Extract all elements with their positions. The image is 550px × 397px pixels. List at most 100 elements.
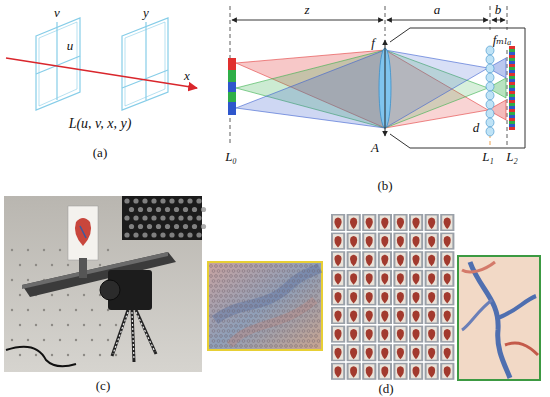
view-heart [366, 236, 373, 248]
view-heart [412, 329, 419, 341]
raw-dot [124, 215, 129, 220]
zoom-dot [267, 320, 270, 323]
raw-dot [196, 198, 201, 203]
view-heart [412, 255, 419, 267]
zoom-dot [217, 320, 220, 323]
view-bg [331, 344, 345, 361]
zoom-dot [315, 265, 318, 268]
subaperture-view [362, 233, 376, 250]
view-heart [397, 218, 404, 230]
zoom-dot [222, 280, 225, 283]
zoom-dot [245, 345, 248, 348]
view-card [364, 253, 374, 267]
view-bg [425, 251, 439, 268]
zoom-dot [235, 325, 238, 328]
raw-dot [169, 198, 174, 203]
zoom-dot [265, 285, 268, 288]
zoom-dot [305, 345, 308, 348]
zoom-dot [302, 270, 305, 273]
zoom-dot [212, 290, 215, 293]
subaperture-view [331, 363, 345, 380]
zoom-dot [317, 300, 320, 303]
view-card [427, 290, 437, 304]
zoom-dot [255, 315, 258, 318]
table-hole [19, 324, 21, 326]
table-hole [51, 264, 53, 266]
zoom-dot [242, 280, 245, 283]
zoom-dot [235, 285, 238, 288]
zoom-dot [315, 315, 318, 318]
sensor-pixel [509, 70, 515, 73]
zoom-dot [252, 340, 255, 343]
zoom-dot [222, 300, 225, 303]
zoom-dot [237, 340, 240, 343]
raw-dot [151, 215, 156, 220]
subaperture-view [409, 214, 423, 231]
zoom-dot [240, 335, 243, 338]
zoom-dot [300, 335, 303, 338]
view-heart [334, 255, 341, 267]
sensor-pixel [509, 91, 515, 94]
zoom-dot [272, 300, 275, 303]
figure-label: d [473, 121, 480, 135]
microlens [486, 64, 494, 73]
object-strip [228, 58, 236, 115]
table-hole [27, 279, 29, 281]
zoom-dot [252, 270, 255, 273]
zoom-dot [247, 340, 250, 343]
zoom-dot [305, 285, 308, 288]
microlens [486, 73, 494, 82]
zoom-dot [285, 265, 288, 268]
zoom-dot [247, 280, 250, 283]
zoom-dot [275, 275, 278, 278]
view-card [333, 309, 343, 323]
dimension-lines [232, 20, 505, 21]
zoom-dot [260, 275, 263, 278]
zoom-dot [317, 330, 320, 333]
view-bg [425, 326, 439, 343]
sensor-pixel [509, 88, 515, 91]
zoom-dot [317, 320, 320, 323]
zoom-dot [300, 315, 303, 318]
zoom-dot [317, 290, 320, 293]
zoom-dot [312, 280, 315, 283]
figure-label: L₂ [506, 150, 518, 164]
raw-dot [183, 224, 188, 229]
raw-dot [129, 224, 134, 229]
zoom-dot [235, 305, 238, 308]
view-heart [412, 273, 419, 285]
zoom-dot [310, 295, 313, 298]
zoom-dot [272, 340, 275, 343]
zoom-dot [255, 265, 258, 268]
zoom-dot [250, 295, 253, 298]
raw-dot [178, 232, 183, 237]
figure-label: (d) [378, 382, 393, 396]
zoom-dot [222, 270, 225, 273]
zoom-dot [270, 335, 273, 338]
view-bg [362, 363, 376, 380]
zoom-dot [220, 345, 223, 348]
view-bg [347, 288, 361, 305]
view-heart [397, 366, 404, 378]
zoom-dot [225, 315, 228, 318]
view-bg [440, 326, 454, 343]
zoom-dot [275, 315, 278, 318]
view-card [442, 290, 452, 304]
view-bg [362, 344, 376, 361]
raw-dot [142, 215, 147, 220]
zoom-dot [232, 320, 235, 323]
view-card [411, 346, 421, 360]
figure-label: b [495, 3, 502, 17]
subaperture-view [347, 270, 361, 287]
view-card [442, 271, 452, 285]
zoom-dot [305, 265, 308, 268]
zoom-dot [295, 335, 298, 338]
zoom-dot [265, 275, 268, 278]
zoom-dot [245, 275, 248, 278]
zoom-dot [215, 275, 218, 278]
table-hole [43, 249, 45, 251]
zoom-dot [280, 325, 283, 328]
view-bg [440, 363, 454, 380]
zoom-dot [220, 335, 223, 338]
zoom-dot [290, 285, 293, 288]
